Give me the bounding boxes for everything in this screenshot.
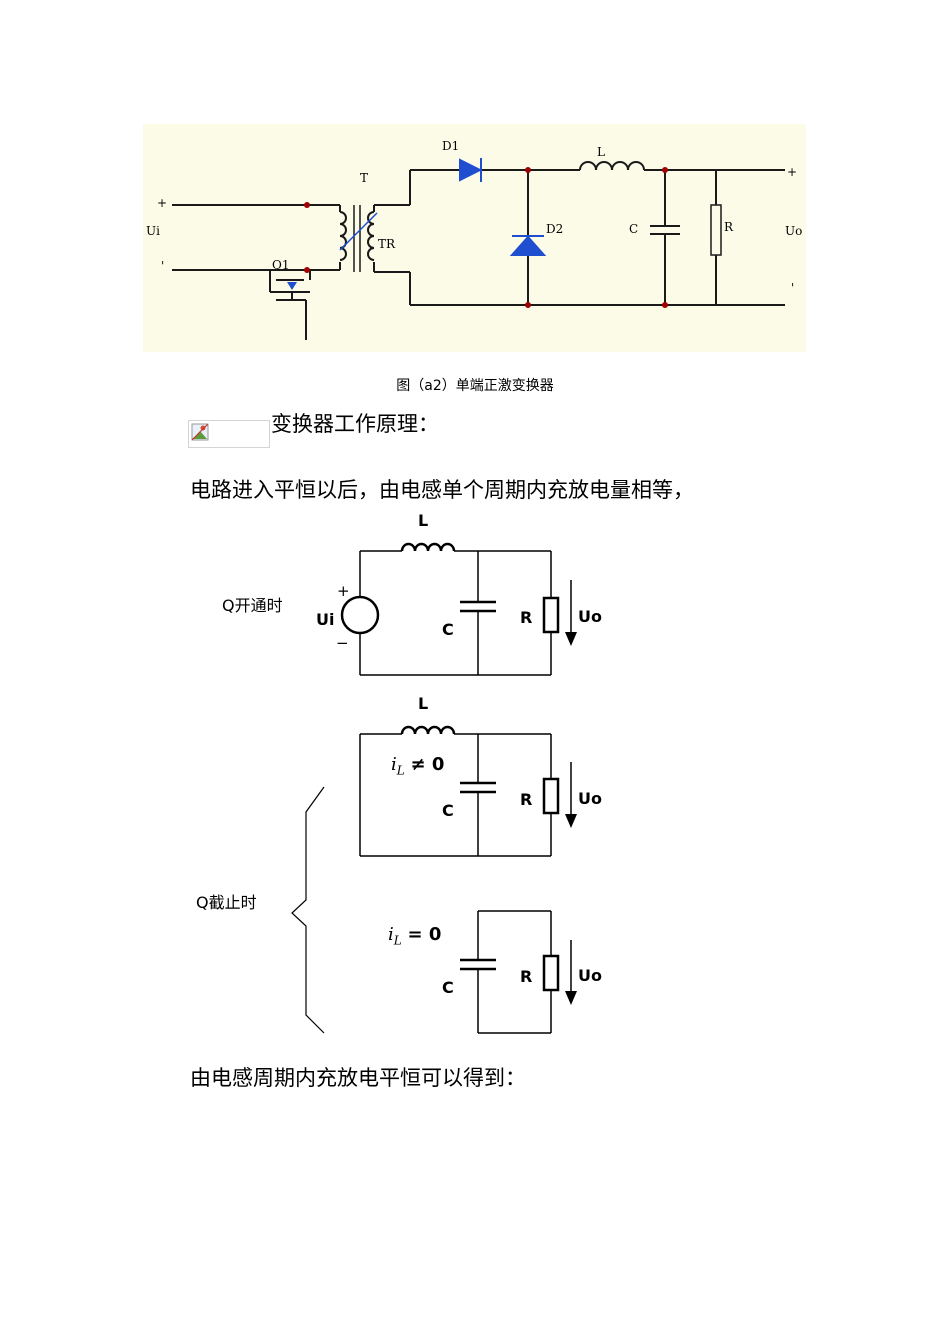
off1-current-label: iL ≠ 0 bbox=[391, 754, 444, 778]
off1-label-c: C bbox=[442, 801, 454, 820]
il-relation-2: = 0 bbox=[407, 924, 442, 945]
on-label-c: C bbox=[442, 620, 454, 639]
label-d2: D2 bbox=[546, 222, 564, 236]
diode-d2-symbol bbox=[509, 235, 547, 256]
on-label-minus: − bbox=[336, 634, 349, 652]
label-plus-in: + bbox=[157, 196, 168, 210]
il-subscript: L bbox=[396, 763, 405, 778]
diode-d1-symbol bbox=[459, 158, 483, 182]
on-label-plus: + bbox=[337, 582, 350, 600]
label-q-on: Q开通时 bbox=[222, 596, 283, 615]
uo-arrow-off-2 bbox=[565, 991, 577, 1005]
il-relation: ≠ 0 bbox=[410, 754, 445, 775]
forward-converter-schematic bbox=[172, 161, 785, 340]
il-symbol: i bbox=[391, 754, 397, 775]
broken-image-icon bbox=[188, 420, 270, 448]
label-l: L bbox=[597, 145, 605, 159]
on-label-l: L bbox=[418, 511, 429, 530]
paragraph-1: 电路进入平恒以后，由电感单个周期内充放电量相等， bbox=[190, 478, 694, 502]
circuit-q-on bbox=[340, 542, 572, 676]
circuit-q-off-1 bbox=[359, 725, 572, 857]
figure-caption: 图（a2）单端正激变换器 bbox=[396, 378, 554, 394]
on-label-r: R bbox=[520, 608, 533, 627]
paragraph-2: 由电感周期内充放电平恒可以得到： bbox=[190, 1066, 526, 1090]
circuit-q-off-2 bbox=[460, 910, 572, 1034]
label-minus-out: ' bbox=[791, 281, 795, 295]
label-c: C bbox=[629, 222, 639, 236]
off2-current-label: iL = 0 bbox=[388, 924, 441, 948]
q1-arrow-symbol bbox=[287, 282, 297, 290]
label-t: T bbox=[360, 171, 369, 185]
label-plus-out: + bbox=[787, 165, 798, 179]
label-ui: Ui bbox=[146, 224, 160, 238]
q-off-brace bbox=[291, 786, 325, 1034]
label-tr: TR bbox=[378, 237, 396, 251]
label-uo: Uo bbox=[785, 224, 803, 238]
off1-label-r: R bbox=[520, 790, 533, 809]
off1-label-l: L bbox=[418, 694, 429, 713]
il-symbol-2: i bbox=[388, 924, 394, 945]
off1-label-uo: Uo bbox=[578, 789, 602, 808]
off2-label-uo: Uo bbox=[578, 966, 602, 985]
label-minus-in: ' bbox=[161, 259, 165, 273]
off2-label-r: R bbox=[520, 967, 533, 986]
label-r: R bbox=[724, 220, 734, 234]
label-q-off: Q截止时 bbox=[196, 893, 257, 912]
label-q1: Q1 bbox=[272, 258, 290, 272]
forward-converter-figure bbox=[143, 124, 806, 352]
uo-arrow-on bbox=[565, 632, 577, 646]
junction-dots bbox=[304, 167, 668, 308]
off2-label-c: C bbox=[442, 978, 454, 997]
label-d1: D1 bbox=[442, 139, 460, 153]
on-label-ui: Ui bbox=[316, 610, 335, 629]
uo-arrow-off-1 bbox=[565, 814, 577, 828]
il-subscript-2: L bbox=[393, 933, 402, 948]
section-heading: 变换器工作原理： bbox=[271, 412, 439, 436]
on-label-uo: Uo bbox=[578, 607, 602, 626]
